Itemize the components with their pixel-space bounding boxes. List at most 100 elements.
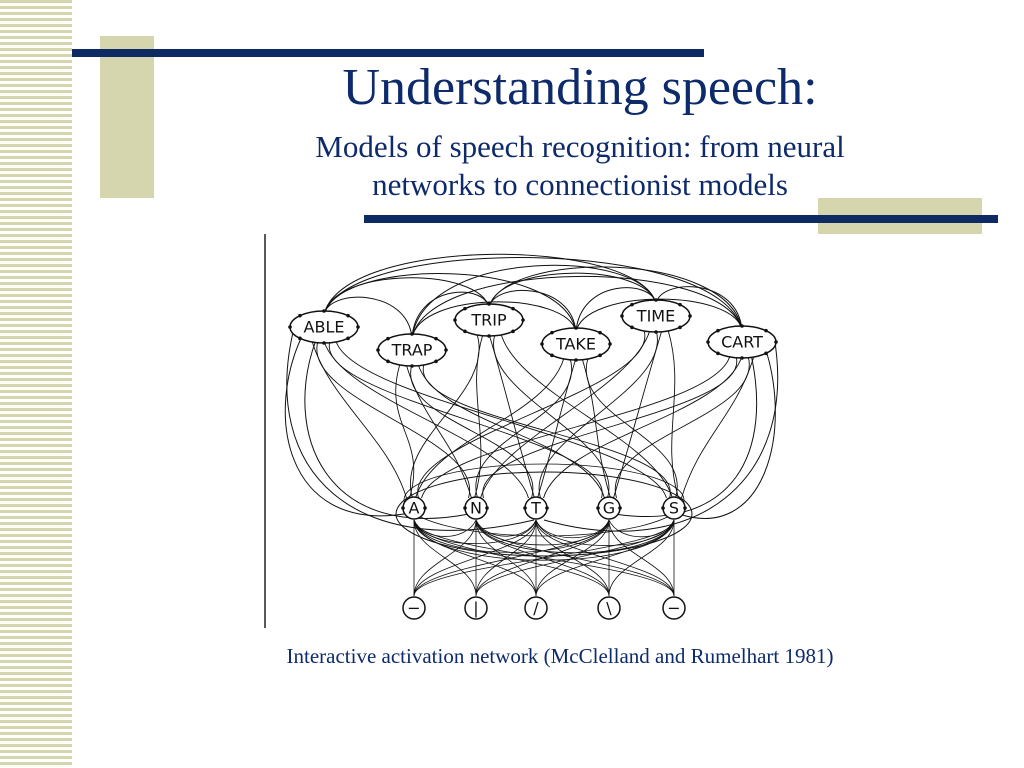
letter-inhibit-1-3 (475, 519, 610, 546)
letter-inhibit-3-4 (608, 519, 675, 538)
letter-node-terminal (485, 506, 489, 510)
figure-caption: Interactive activation network (McClella… (286, 644, 834, 668)
word-node-terminal (620, 314, 624, 318)
word-node-terminal (376, 348, 380, 352)
word-arc-0 (323, 296, 413, 339)
word-node-terminal (322, 309, 326, 313)
letter-inhibit-2-3 (535, 519, 610, 539)
word-node-label: TRIP (470, 311, 507, 330)
word-arc-2 (323, 273, 577, 333)
word-arc-12 (575, 287, 657, 333)
word-node-terminal (386, 359, 390, 364)
word-node-terminal (521, 318, 525, 322)
word-node-label: TRAP (391, 341, 433, 360)
word-letter-link-19 (585, 357, 678, 499)
letter-node-label: T (530, 499, 541, 518)
word-node-terminal (298, 336, 302, 341)
outer-loop-2 (678, 343, 776, 519)
side-stripe-pattern (0, 0, 72, 768)
letter-node-t: T (523, 496, 549, 520)
outer-loop-3 (613, 349, 758, 517)
word-node-take: TAKE (540, 326, 612, 362)
letter-inhibit-1-2 (475, 519, 537, 537)
word-node-terminal (774, 340, 778, 344)
letter-inhibit-0-4 (413, 519, 675, 561)
slide-title: Understanding speech: (342, 59, 818, 116)
feature-node-shape (402, 596, 426, 620)
feature-node-4: − (662, 596, 686, 620)
word-node-time: TIME (620, 298, 692, 334)
word-letter-link-21 (480, 329, 651, 499)
word-node-terminal (346, 313, 350, 318)
word-arc-14 (655, 286, 743, 331)
word-arc-8 (411, 275, 743, 339)
word-node-able: ABLE (288, 309, 360, 345)
word-letter-link-17 (537, 357, 577, 499)
feature-letter-link-11 (475, 519, 537, 597)
word-node-terminal (630, 325, 634, 330)
feature-node-label: − (407, 599, 420, 618)
letter-node-terminal (423, 506, 427, 510)
feature-letter-link-5 (413, 519, 477, 597)
navy-bar-top (72, 49, 704, 57)
word-letter-link-15 (415, 357, 565, 499)
word-node-trap: TRAP (376, 332, 448, 368)
word-node-terminal (550, 353, 554, 358)
word-node-terminal (688, 314, 692, 318)
word-letter-link-0 (311, 340, 407, 499)
feature-letter-link-15 (413, 519, 610, 597)
word-arc-11 (488, 266, 743, 331)
word-node-terminal (410, 364, 414, 368)
word-letter-link-14 (500, 333, 673, 499)
word-node-terminal (434, 359, 438, 364)
feature-node-1: | (464, 596, 488, 620)
word-node-terminal (444, 348, 448, 352)
letter-node-a: A (401, 496, 427, 520)
feature-letter-link-23 (608, 519, 675, 597)
word-letter-link-4 (335, 340, 667, 499)
letter-node-label: A (409, 499, 420, 518)
word-node-terminal (716, 351, 720, 356)
word-node-terminal (706, 340, 710, 344)
word-node-terminal (654, 330, 658, 334)
feature-node-shape (524, 596, 548, 620)
letter-inhibit-2-4 (535, 519, 675, 546)
word-node-cart: CART (706, 324, 778, 360)
word-node-terminal (288, 325, 292, 329)
word-level-arcs (323, 253, 743, 339)
feature-letter-link-17 (535, 519, 610, 597)
word-node-terminal (487, 334, 491, 338)
word-arc-3 (323, 253, 657, 316)
word-letter-link-1 (316, 340, 471, 499)
letter-node-terminal (545, 506, 549, 510)
word-node-terminal (540, 342, 544, 346)
word-node-label: CART (721, 333, 763, 352)
feature-node-3: \ (597, 596, 621, 620)
letter-node-terminal (523, 506, 527, 510)
letter-node-terminal (596, 506, 600, 510)
word-node-terminal (511, 329, 515, 334)
feature-node-shape (662, 596, 686, 620)
letter-node-label: S (669, 499, 679, 518)
word-arc-9 (488, 290, 577, 333)
word-arc-6 (411, 301, 577, 339)
letter-node-terminal (463, 506, 467, 510)
letter-node-terminal (618, 506, 622, 510)
word-node-terminal (574, 358, 578, 362)
feature-node-shape (597, 596, 621, 620)
word-node-terminal (716, 328, 720, 333)
word-node-terminal (764, 351, 768, 356)
word-node-terminal (346, 336, 350, 341)
word-node-terminal (463, 329, 467, 334)
word-node-terminal (386, 336, 390, 341)
word-node-terminal (550, 330, 554, 335)
slide-subtitle: Models of speech recognition: from neura… (170, 128, 990, 204)
word-letter-link-23 (613, 329, 663, 499)
feature-node-label: / (533, 599, 539, 618)
word-node-terminal (598, 353, 602, 358)
word-node-label: TAKE (555, 335, 596, 354)
word-node-terminal (678, 302, 682, 307)
word-node-terminal (434, 336, 438, 341)
